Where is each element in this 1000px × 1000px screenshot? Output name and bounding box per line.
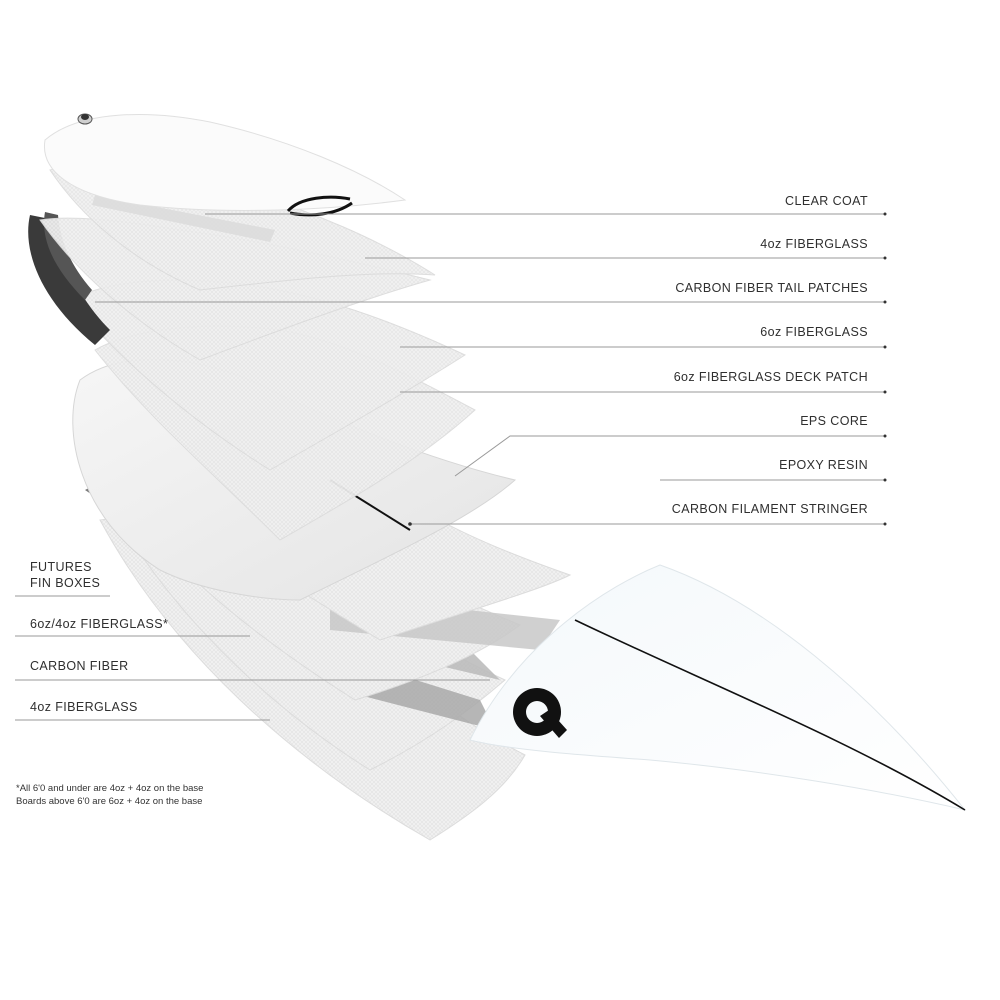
label-eps-core: EPS CORE (800, 414, 868, 428)
footnote-line1: *All 6'0 and under are 4oz + 4oz on the … (16, 783, 204, 794)
label-6oz-fiberglass-deck-patch: 6oz FIBERGLASS DECK PATCH (673, 370, 868, 384)
right-leader-lines (95, 213, 885, 525)
label-6oz-fiberglass: 6oz FIBERGLASS (760, 325, 868, 339)
label-carbon-fiber: CARBON FIBER (30, 659, 129, 673)
label-carbon-fiber-tail-patches: CARBON FIBER TAIL PATCHES (675, 281, 868, 295)
leash-plug-icon (77, 113, 93, 125)
label-epoxy-resin: EPOXY RESIN (779, 458, 868, 472)
label-clear-coat: CLEAR COAT (785, 194, 868, 208)
stringer-line (574, 619, 966, 811)
label-6oz-4oz-fiberglass: 6oz/4oz FIBERGLASS* (30, 617, 169, 631)
clear-coat-layer (43, 114, 407, 211)
label-4oz-fiberglass-top: 4oz FIBERGLASS (760, 237, 868, 251)
label-carbon-filament-stringer: CARBON FILAMENT STRINGER (671, 502, 868, 516)
deck-board (469, 564, 967, 811)
left-leader-lines (15, 595, 490, 721)
label-futures-fin-boxes-line2: FIN BOXES (30, 576, 101, 590)
footnote-line2: Boards above 6'0 are 6oz + 4oz on the ba… (16, 796, 203, 807)
label-4oz-fiberglass-bottom: 4oz FIBERGLASS (30, 700, 138, 714)
right-leader-dots (408, 212, 887, 526)
torq-logo-icon (513, 688, 567, 738)
label-futures-fin-boxes-line1: FUTURES (30, 560, 92, 574)
